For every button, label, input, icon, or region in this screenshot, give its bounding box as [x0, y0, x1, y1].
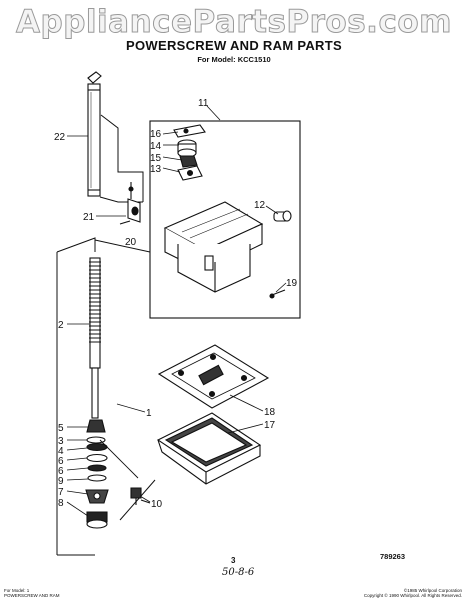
footer-right-line2: Copyright © 1990 Whirlpool. All Rights R… [363, 593, 462, 598]
label-6b: 6 [58, 466, 64, 477]
label-7: 7 [58, 487, 64, 498]
part-22-tube [87, 71, 102, 197]
part-20-21-bracket [119, 182, 141, 225]
label-16: 16 [150, 129, 162, 140]
footer-right: ©1985 Whirlpool Corporation Copyright © … [364, 588, 462, 598]
drawing-part-number: 789263 [380, 552, 406, 561]
parts-13-16-coupler-stack [173, 124, 206, 181]
label-19: 19 [286, 278, 298, 289]
label-8: 8 [58, 498, 64, 509]
footer-left-line1: For Model: 1 [4, 588, 30, 593]
assembly-frame-lines [56, 114, 156, 556]
label-11: 11 [198, 98, 209, 109]
label-21: 21 [83, 212, 95, 223]
label-2: 2 [58, 320, 64, 331]
part-18-gasket [157, 344, 270, 409]
label-12: 12 [254, 200, 266, 211]
part-17-ram-tray [156, 412, 262, 485]
callout-labels: 22 21 20 11 16 14 15 13 12 19 2 1 5 3 4 … [54, 98, 298, 510]
part-2-powerscrew [89, 257, 101, 419]
page-number: 3 [231, 556, 236, 565]
handwritten-note: 50-8-6 [222, 567, 255, 578]
label-20: 20 [125, 237, 137, 248]
label-13: 13 [150, 164, 162, 175]
label-17: 17 [264, 420, 276, 431]
footer-left: For Model: 1 POWERSCREW AND RAM [4, 588, 60, 598]
label-3: 3 [58, 436, 64, 447]
part-10-bolt [130, 487, 151, 505]
label-1: 1 [146, 408, 152, 419]
label-15: 15 [150, 153, 162, 164]
model-subtitle: For Model: KCC1510 [197, 55, 271, 64]
label-5: 5 [58, 423, 64, 434]
label-14: 14 [150, 141, 162, 152]
label-6a: 6 [58, 456, 64, 467]
leader-lines [66, 105, 287, 517]
label-9: 9 [58, 476, 64, 487]
label-18: 18 [264, 407, 276, 418]
footer-left-line2: POWERSCREW AND RAM [4, 593, 60, 598]
parts-3-9-bearing-stack [85, 419, 139, 529]
footer-right-line1: ©1985 Whirlpool Corporation [403, 588, 462, 593]
label-4a: 4 [58, 446, 64, 457]
label-10: 10 [151, 499, 163, 510]
part-12-fitting [273, 210, 292, 222]
part-11-box-outline [149, 120, 301, 319]
label-22: 22 [54, 132, 66, 143]
watermark: AppliancePartsPros.com [16, 4, 452, 41]
ram-housing [163, 201, 286, 299]
page-title: POWERSCREW AND RAM PARTS [126, 38, 342, 53]
